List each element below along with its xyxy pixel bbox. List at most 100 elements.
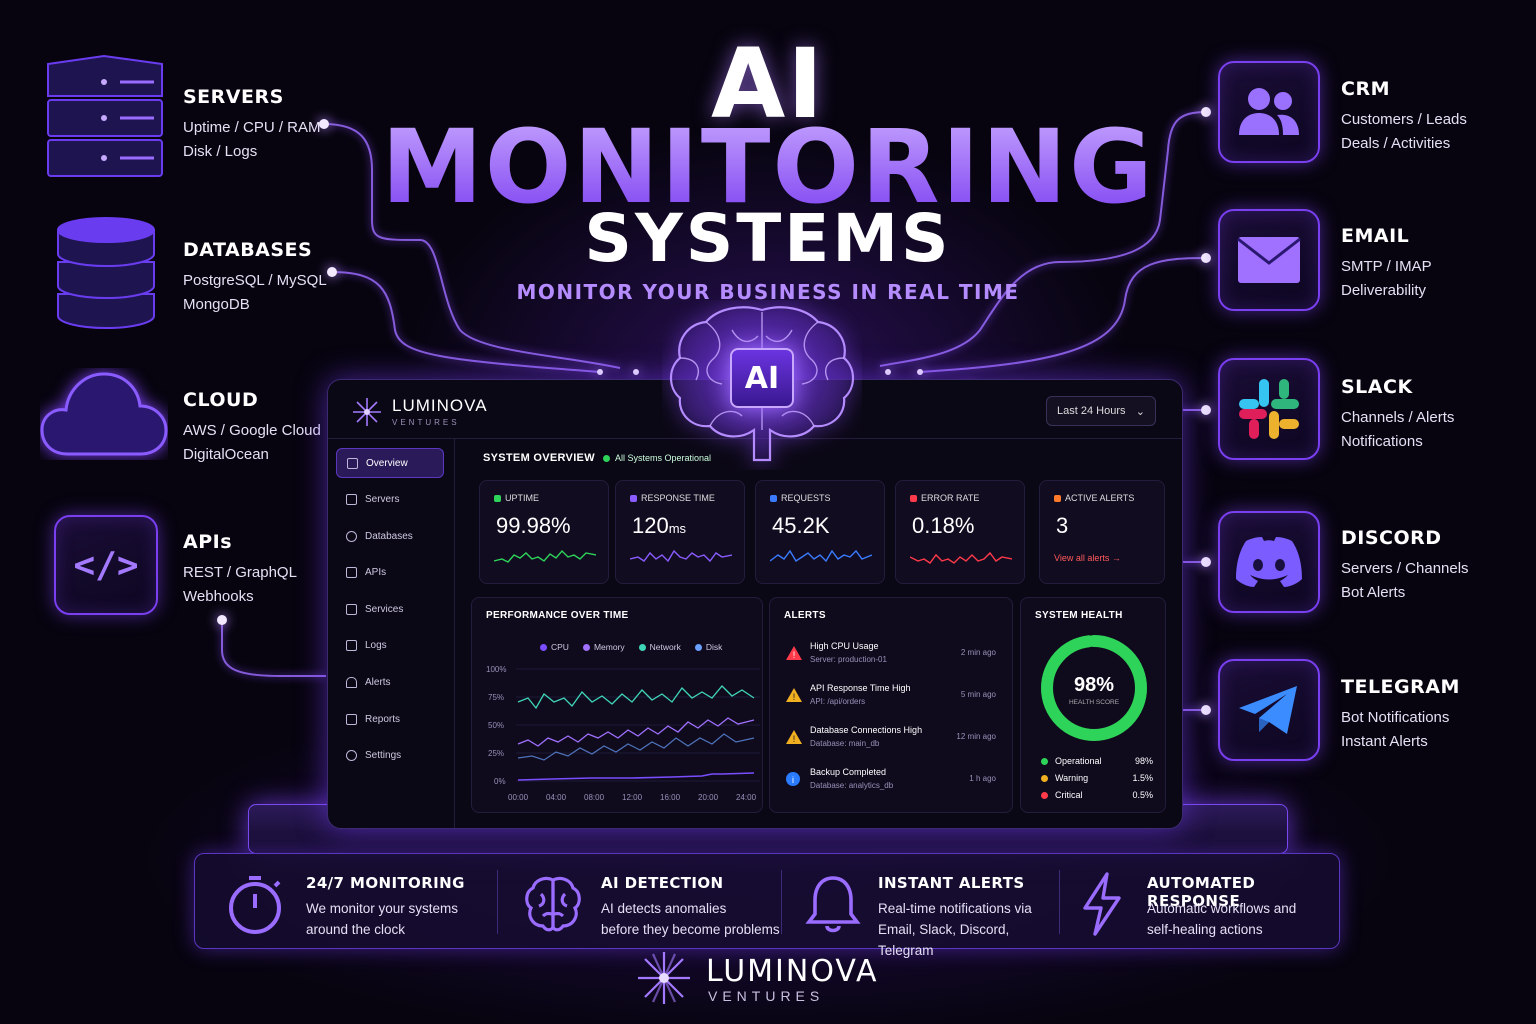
health-row-name: Warning: [1055, 773, 1089, 783]
sidebar-item-label: Logs: [365, 640, 387, 652]
info-icon: i: [786, 772, 800, 786]
sidebar-item-apis[interactable]: APIs: [336, 558, 444, 588]
dashboard-brand: LUMINOVA: [392, 396, 488, 415]
database-icon: [346, 530, 357, 542]
gear-icon: [346, 750, 357, 762]
status-dot-icon: [1041, 791, 1048, 799]
legend-item: Disk: [694, 642, 722, 652]
feature-instant-alerts: INSTANT ALERTS Real-time notifications v…: [805, 854, 1067, 958]
integration-line: Bot Alerts: [1341, 584, 1406, 601]
performance-chart: 100% 75% 50% 25% 0% 00:00 04:00 08:00 12…: [486, 665, 760, 802]
kpi-card-active-alerts[interactable]: ACTIVE ALERTS 3 View all alerts →: [1039, 480, 1165, 584]
kpi-card-uptime[interactable]: UPTIME 99.98%: [479, 480, 609, 584]
sidebar-item-databases[interactable]: Databases: [336, 521, 444, 551]
integration-line: Servers / Channels: [1341, 560, 1469, 577]
alert-icon: [1054, 494, 1061, 502]
sidebar-item-alerts[interactable]: Alerts: [336, 668, 444, 698]
sidebar-item-services[interactable]: Services: [336, 594, 444, 624]
sidebar-item-label: Settings: [365, 750, 402, 762]
link-icon: [346, 567, 357, 579]
x-tick-label: 12:00: [622, 793, 643, 802]
sidebar-item-logs[interactable]: Logs: [336, 631, 444, 661]
feature-title: AUTOMATED RESPONSE: [1147, 874, 1256, 910]
kpi-card-requests[interactable]: REQUESTS 45.2K: [755, 480, 885, 584]
sidebar-item-label: Alerts: [365, 677, 391, 689]
warning-icon: !: [786, 688, 802, 702]
alert-item[interactable]: ! High CPU Usage Server: production-01 2…: [780, 638, 1002, 678]
alert-item[interactable]: i Backup Completed Database: analytics_d…: [780, 764, 1002, 804]
stopwatch-icon: [229, 876, 281, 934]
feature-automated-response: AUTOMATED RESPONSE Automatic workflows a…: [1079, 854, 1329, 950]
integration-title: CRM: [1341, 78, 1390, 100]
alert-source: API: /api/orders: [810, 697, 866, 706]
integration-title: TELEGRAM: [1341, 676, 1460, 698]
source-title: SERVERS: [183, 86, 284, 108]
y-tick-label: 75%: [488, 693, 504, 702]
alert-item[interactable]: ! Database Connections High Database: ma…: [780, 722, 1002, 762]
feature-line: Real-time notifications via: [878, 901, 1032, 916]
bell-icon: [346, 677, 357, 689]
kpi-card-response-time[interactable]: RESPONSE TIME 120ms: [615, 480, 745, 584]
y-tick-label: 50%: [488, 721, 504, 730]
kpi-value-number: 99.98%: [496, 513, 571, 538]
footer-brand: LUMINOVA VENTURES: [636, 948, 896, 1008]
system-health-panel: SYSTEM HEALTH 98% HEALTH SCORE Operation…: [1020, 597, 1166, 813]
code-glyph: </>: [73, 544, 139, 586]
svg-text:!: !: [793, 650, 796, 660]
dashboard-logo: LUMINOVA VENTURES: [352, 396, 488, 427]
kpi-label-text: ERROR RATE: [921, 493, 980, 503]
kpi-value-number: 45.2K: [772, 513, 830, 538]
sidebar-item-servers[interactable]: Servers: [336, 485, 444, 515]
source-line: PostgreSQL / MySQL: [183, 272, 327, 289]
slack-icon: [1218, 358, 1320, 460]
x-tick-label: 20:00: [698, 793, 719, 802]
database-icon: [57, 217, 155, 329]
sidebar-item-overview[interactable]: Overview: [336, 448, 444, 478]
feature-divider: [1059, 870, 1060, 934]
kpi-label-text: ACTIVE ALERTS: [1065, 493, 1135, 503]
sidebar-item-reports[interactable]: Reports: [336, 704, 444, 734]
alert-title: High CPU Usage: [810, 641, 879, 651]
source-title: CLOUD: [183, 389, 259, 411]
error-rate-sparkline: [910, 551, 1012, 564]
integration-line: Channels / Alerts: [1341, 409, 1455, 426]
svg-text:!: !: [793, 734, 796, 744]
chart-legend: CPU Memory Network Disk: [540, 642, 722, 652]
feature-line: self-healing actions: [1147, 922, 1263, 937]
time-range-value: Last 24 Hours: [1057, 405, 1126, 417]
alert-title: API Response Time High: [810, 683, 911, 693]
health-score: 98%: [1073, 674, 1115, 696]
alerts-panel: ALERTS ! High CPU Usage Server: producti…: [769, 597, 1013, 813]
legend-label: Network: [649, 642, 681, 652]
kpi-label: REQUESTS: [770, 493, 831, 503]
x-tick-label: 04:00: [546, 793, 567, 802]
health-row-value: 98%: [1134, 756, 1153, 766]
y-tick-label: 25%: [488, 749, 504, 758]
time-range-select[interactable]: Last 24 Hours ⌄: [1046, 396, 1156, 426]
legend-swatch: [540, 643, 547, 651]
legend-swatch: [694, 643, 702, 651]
kpi-value-number: 120: [632, 513, 669, 538]
dashboard-brand-sub: VENTURES: [392, 418, 460, 427]
alert-item[interactable]: ! API Response Time High API: /api/order…: [780, 680, 1002, 720]
kpi-label: ERROR RATE: [910, 493, 979, 503]
sidebar-item-settings[interactable]: Settings: [336, 741, 444, 771]
kpi-value-unit: ms: [668, 521, 687, 536]
view-all-alerts-link[interactable]: View all alerts →: [1054, 553, 1121, 563]
kpi-card-error-rate[interactable]: ERROR RATE 0.18%: [895, 480, 1025, 584]
sidebar-item-label: Reports: [365, 713, 401, 725]
status-dot-icon: [1041, 774, 1048, 782]
integration-line: Deliverability: [1341, 282, 1427, 299]
health-arc: [1041, 635, 1147, 741]
overview-title: SYSTEM OVERVIEW: [483, 452, 595, 464]
kpi-value: 120ms: [632, 513, 686, 539]
feature-line: We monitor your systems: [306, 901, 459, 916]
sidebar-item-label: APIs: [365, 567, 387, 579]
footer-brand-sub: VENTURES: [708, 988, 825, 1004]
brain-icon: [525, 876, 581, 932]
integration-title: SLACK: [1341, 376, 1413, 398]
envelope-icon: [1218, 209, 1320, 311]
telegram-icon: [1218, 659, 1320, 761]
feature-divider: [781, 870, 782, 934]
